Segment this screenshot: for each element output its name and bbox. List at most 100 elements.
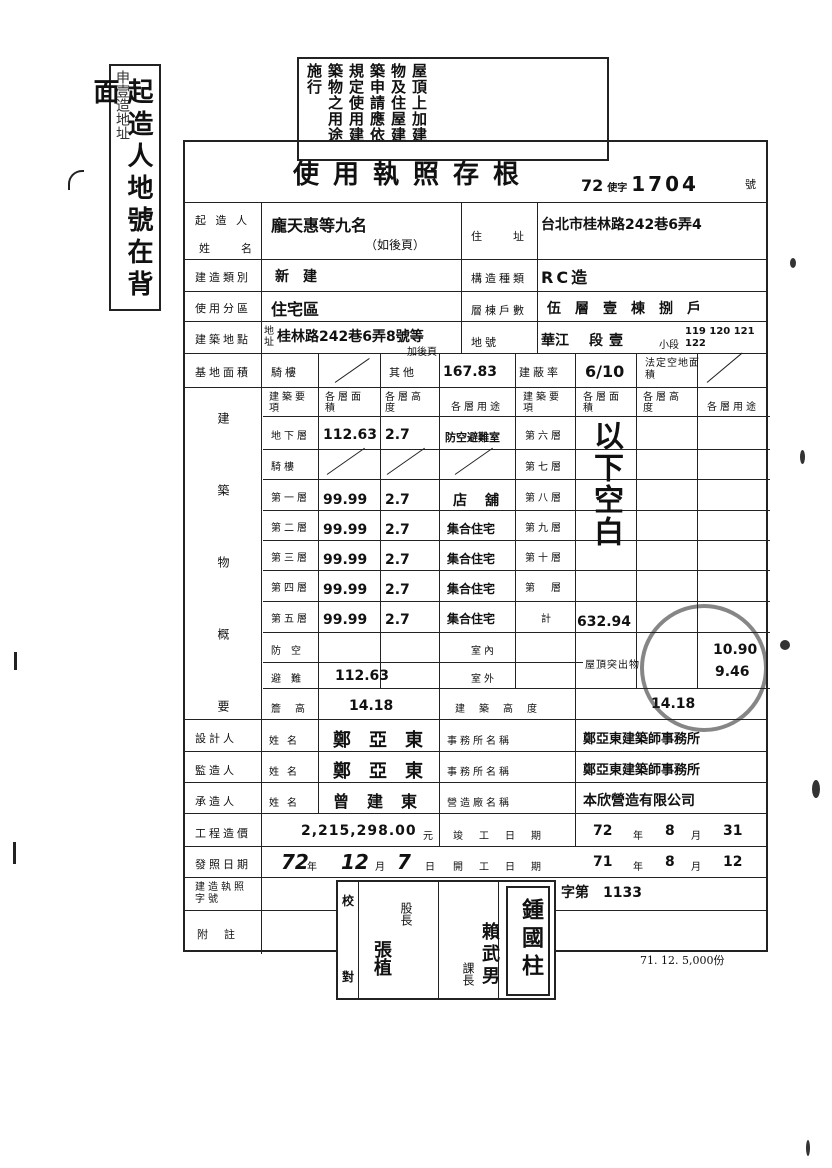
open-space-label: 法定空地面積 <box>645 358 700 381</box>
area-arcade-slash <box>334 358 370 383</box>
side-note-text: 起造人地號在背面 <box>89 78 153 302</box>
done-day: 31 <box>723 823 743 839</box>
owner-note: （如後頁） <box>365 238 426 252</box>
floor-name-right: 第七層 <box>525 462 564 473</box>
floors-value: 伍 層 壹 棟 捌 戶 <box>547 301 701 317</box>
lot-section: 華江 <box>541 333 569 349</box>
floor-area: 99.99 <box>323 522 368 538</box>
hdr-item-left: 建築要項 <box>269 392 308 414</box>
contractor-name-label: 姓名 <box>269 798 305 809</box>
start-day: 12 <box>723 854 743 870</box>
floor-slash <box>386 447 425 475</box>
site-label: 建築地點 <box>195 333 251 346</box>
year-char: 年 <box>633 831 646 842</box>
top-note-stamp: 屋頂上加建物及住屋建築申請應依規定使用建築物之用途施行 <box>297 57 609 161</box>
supervisor-office: 鄭亞東建築師事務所 <box>583 763 701 778</box>
shelter-value: 112.63 <box>335 668 390 684</box>
owner-name: 龐天惠等九名 <box>271 216 368 235</box>
contractor-name: 曾建東 <box>333 792 436 811</box>
bldg-height-value: 14.18 <box>651 696 696 712</box>
issue-month: 12 <box>341 850 369 874</box>
floor-name: 第二層 <box>271 523 310 534</box>
usage-zone-value: 住宅區 <box>271 300 320 319</box>
usage-zone-label: 使用分區 <box>195 302 251 315</box>
done-month: 8 <box>665 823 675 839</box>
designer-label: 設計人 <box>195 732 237 745</box>
floor-slash <box>326 447 365 475</box>
floor-name: 騎樓 <box>271 462 297 473</box>
building-summary-label: 建築物概要 <box>216 412 230 772</box>
floor-name-right: 第九層 <box>525 523 564 534</box>
cost-value: 2,215,298.00 <box>301 823 417 839</box>
hdr-use-right: 各層用途 <box>707 402 759 413</box>
roof-label: 屋頂突出物 <box>585 660 640 671</box>
floor-height: 2.7 <box>385 552 410 568</box>
site-addr-note: 加後頁 <box>407 347 437 358</box>
site-addr-prefix: 地址 <box>264 326 274 348</box>
designer-office-label: 事務所名稱 <box>447 736 512 747</box>
floor-name: 地下層 <box>271 431 310 442</box>
bldg-height-label: 建築高度 <box>455 704 551 715</box>
license-no-suffix: 號 <box>745 178 756 191</box>
floor-name: 第一層 <box>271 493 310 504</box>
floor-slash <box>454 447 493 475</box>
lot-sub: 段壹 <box>589 333 629 349</box>
done-year: 72 <box>593 823 613 839</box>
build-type-value: 新建 <box>275 269 331 285</box>
area-arcade-label: 騎樓 <box>271 366 299 379</box>
hdr-item-right: 建築要項 <box>523 392 562 414</box>
top-note-text: 屋頂上加建物及住屋建築申請應依規定使用建築物之用途施行 <box>305 63 428 143</box>
staff-title: 課長 <box>461 962 475 986</box>
owner-addr-label: 住 址 <box>471 230 527 243</box>
lot-numbers: 119 120 121 122 <box>685 326 755 349</box>
contractor-label: 承造人 <box>195 795 237 808</box>
issue-label: 發照日期 <box>195 858 251 871</box>
floor-area: 99.99 <box>323 552 368 568</box>
floor-area: 99.99 <box>323 612 368 628</box>
year-char: 年 <box>307 862 320 873</box>
hdr-area-left: 各層面積 <box>325 392 364 414</box>
designer-name: 鄭亞東 <box>333 730 441 751</box>
struct-label: 構造種類 <box>471 272 527 285</box>
scan-speck <box>790 258 796 268</box>
scan-speck <box>806 1140 810 1156</box>
open-space-slash <box>706 352 743 383</box>
issue-day: 7 <box>397 850 411 874</box>
official-seal: 鍾國柱 <box>506 886 550 996</box>
floor-use: 店舖 <box>453 493 517 509</box>
margin-mark <box>13 842 16 864</box>
cost-unit: 元 <box>423 831 436 842</box>
shelter-label-2: 避難 <box>271 674 311 685</box>
floor-name-right: 第 層 <box>525 583 564 594</box>
hdr-area-right: 各層面積 <box>583 392 622 414</box>
seal-name: 張植 <box>371 940 392 976</box>
shelter-inner: 室內 <box>471 646 497 657</box>
approval-label: 對 <box>342 970 355 984</box>
scan-speck <box>800 450 805 464</box>
floor-name-right: 計 <box>541 614 554 625</box>
hdr-height-left: 各層高度 <box>385 392 424 414</box>
floor-area: 99.99 <box>323 492 368 508</box>
floor-height: 2.7 <box>385 612 410 628</box>
blank-note: 以下空白 <box>588 420 623 548</box>
eave-value: 14.18 <box>349 698 394 714</box>
staff-title: 股長 <box>399 902 413 926</box>
remarks-label: 附註 <box>197 928 251 941</box>
coverage-label: 建蔽率 <box>519 366 561 379</box>
approval-stamp: 校 對 股長 課長 賴武男 張植 鍾國柱 <box>336 880 556 1000</box>
floor-name: 第五層 <box>271 614 310 625</box>
supervisor-name-label: 姓名 <box>269 767 305 778</box>
margin-mark <box>14 652 17 670</box>
floor-height: 2.7 <box>385 582 410 598</box>
total-area: 632.94 <box>577 614 632 630</box>
floor-use: 集合住宅 <box>447 582 496 596</box>
designer-office: 鄭亞東建築師事務所 <box>583 732 701 747</box>
shelter-outer: 室外 <box>471 674 497 685</box>
month-char: 月 <box>691 862 704 873</box>
done-date-label: 竣工日期 <box>453 831 557 842</box>
area-other-label: 其他 <box>389 366 417 379</box>
cost-label: 工程造價 <box>195 827 251 840</box>
scan-speck <box>812 780 820 798</box>
